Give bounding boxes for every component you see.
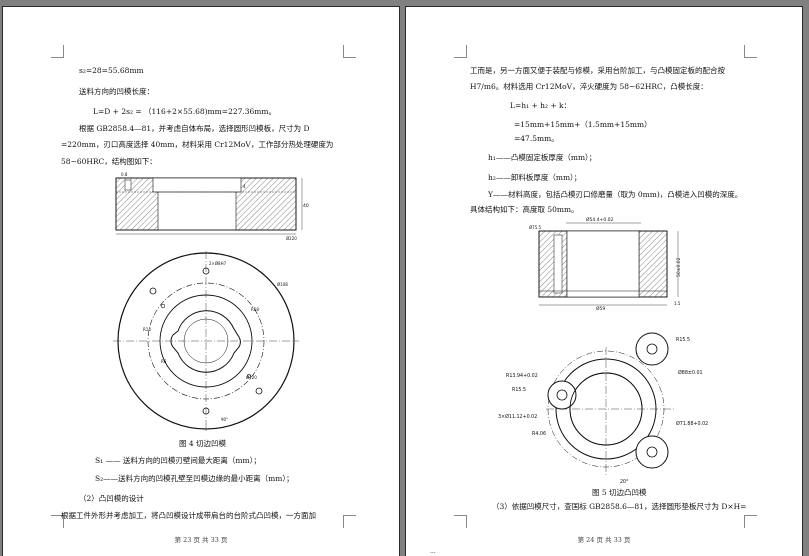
die-plan-drawing: 2×Ø8H7 Ø108 R58 R14 R6 Ø120 90°	[113, 251, 299, 431]
scroll-indicator: ...	[430, 548, 436, 555]
dim-label: 50±0.02	[676, 257, 682, 277]
dim-label: R13.94+0.02	[506, 373, 538, 379]
die-section-drawing: 40 0.8 4 Ø220	[115, 172, 309, 241]
margin-mark	[51, 45, 64, 58]
document-page-left: s₂=28=55.68mm 送料方向的凹模长度： L=D + 2s₂ = （11…	[2, 6, 400, 556]
dim-label: R15.5	[676, 337, 690, 343]
dim-label: Ø120	[246, 375, 257, 380]
dim-label: 40	[303, 203, 309, 209]
dim-label: 4	[243, 184, 246, 189]
margin-mark	[343, 45, 356, 58]
figure-caption: 图 5 切边凸凹模	[592, 488, 647, 497]
margin-mark	[51, 515, 64, 528]
text-line: s₂=28=55.68mm	[79, 66, 144, 75]
dim-label: Ø75.5	[529, 225, 542, 230]
dim-label: R58	[251, 307, 259, 312]
text-line: 58~60HRC，结构图如下：	[61, 157, 157, 166]
dim-label: 3×Ø11.12+0.02	[498, 413, 537, 420]
figure-caption: 图 4 切边凹模	[179, 439, 227, 448]
text-line: h₁——凸模固定板厚度（mm）；	[488, 153, 597, 162]
window-background	[0, 0, 809, 6]
margin-mark	[744, 515, 757, 528]
dim-label: Ø54.4+0.02	[586, 216, 613, 223]
margin-mark	[744, 45, 757, 58]
dim-label: 1.5	[674, 301, 681, 306]
dim-label: R15.5	[512, 387, 526, 393]
formula-line: L=h₁ + h₂ + k：	[510, 101, 572, 110]
page-footer: 第 23 页 共 33 页	[174, 536, 228, 544]
page-footer: 第 24 页 共 33 页	[577, 536, 631, 544]
text-line: =220mm，刃口高度选择 40mm，材料采用 Cr12MoV，工作部分热处理硬…	[61, 140, 334, 149]
dim-label: R4.06	[532, 431, 546, 437]
dim-label: Ø108	[277, 282, 288, 287]
formula-line: =15mm+15mm+（1.5mm+15mm）	[514, 120, 652, 129]
dim-label: Ø220	[286, 236, 297, 241]
text-line: （2）凸凹模的设计	[79, 494, 144, 503]
dim-label: 20°	[620, 479, 629, 485]
text-line: （3）依据凹模尺寸，查国标 GB2858.6—81，选择圆形垫板尺寸为 D×H=	[492, 502, 747, 511]
text-line: H7/m6。材料选用 Cr12MoV，淬火硬度为 58~62HRC，凸模长度：	[470, 82, 708, 91]
dim-label: R14	[143, 327, 151, 332]
dim-label: 2×Ø8H7	[209, 261, 227, 266]
dim-label: Ø71.88+0.02	[676, 420, 708, 427]
text-line: Y——材料高度，包括凸模刃口修磨量（取为 0mm)，凸模进入凹模的深度。	[488, 190, 743, 199]
text-line: 送料方向的凹模长度：	[79, 87, 154, 96]
text-line: S₂——送料方向的凹模孔壁至凹模边缘的最小距离（mm）；	[95, 474, 294, 483]
margin-mark	[343, 515, 356, 528]
text-line: 根据 GB2858.4—81，并考虑自体布局，选择圆形凹模板，尺寸为 D	[79, 124, 310, 133]
text-line: S₁ —— 送料方向的凹模刃壁间最大距离（mm）；	[95, 456, 261, 465]
formula-line: =47.5mm。	[514, 134, 559, 143]
document-page-right: 工而是，另一方面又便于装配与修模，采用台阶加工，与凸模固定板的配合按 H7/m6…	[405, 6, 803, 556]
margin-mark	[454, 515, 467, 528]
formula-line: L=D + 2s₂ = （116+2×55.68)mm=227.36mm。	[93, 107, 277, 116]
dim-label: Ø88±0.01	[678, 369, 703, 376]
punch-plan-drawing: R15.5 R13.94+0.02 R15.5 Ø88±0.01 3×Ø11.1…	[498, 332, 708, 485]
text-line: h₂——卸料板厚度（mm）；	[488, 173, 582, 182]
text-line: 具体结构如下：高度取 50mm。	[470, 205, 579, 214]
dim-label: 90°	[221, 417, 228, 422]
dim-label: Ø59	[596, 305, 605, 312]
dim-label: 0.8	[121, 172, 128, 177]
punch-section-drawing: Ø54.4+0.02 Ø75.5 50±0.02 Ø59 1.5	[529, 216, 682, 312]
dim-label: R6	[161, 359, 167, 364]
margin-mark	[454, 45, 467, 58]
text-line: 工而是，另一方面又便于装配与修模，采用台阶加工，与凸模固定板的配合按	[470, 66, 725, 75]
text-line: 根据工件外形并考虑加工，将凸凹模设计成带肩台的台阶式凸凹模，一方面加	[61, 511, 316, 520]
